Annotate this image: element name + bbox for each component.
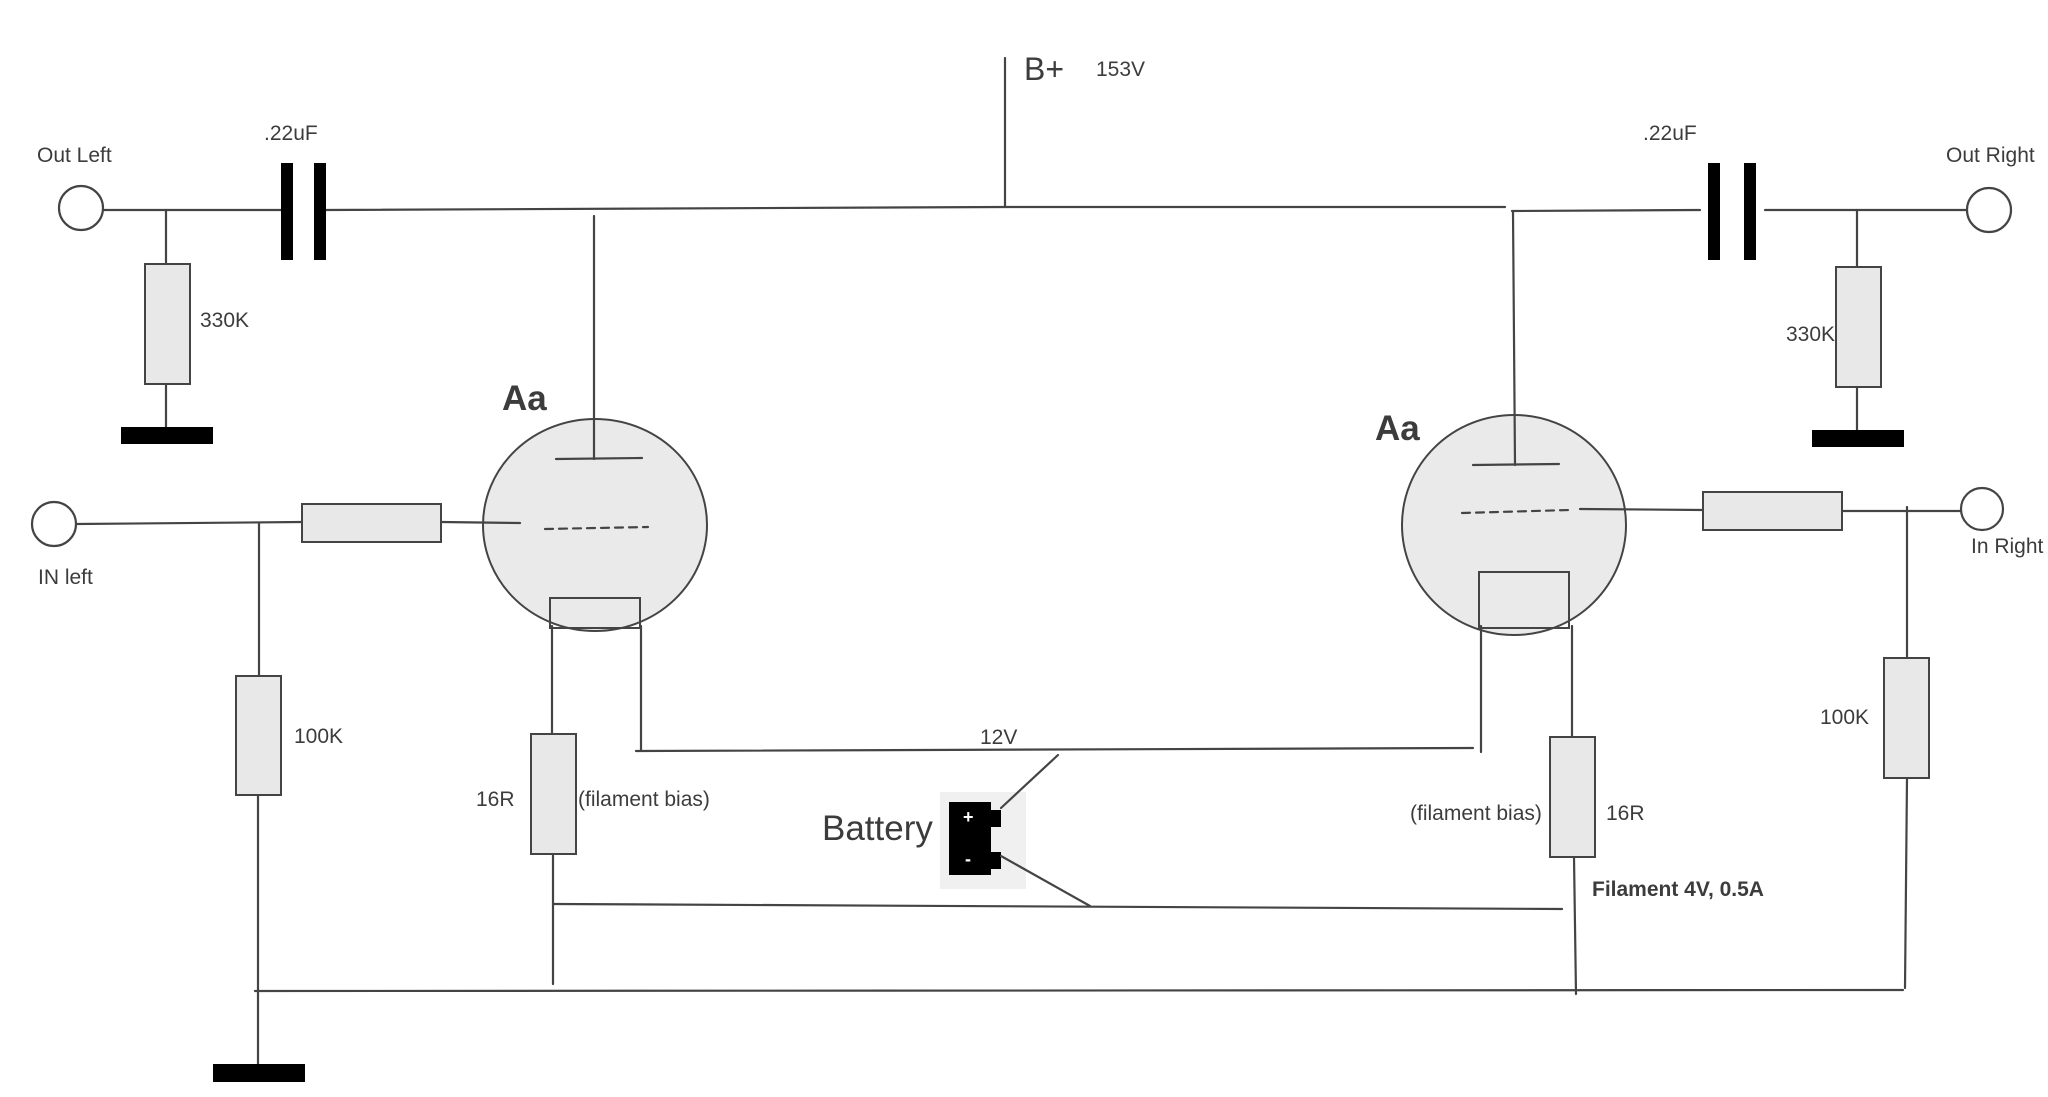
left-tube-label: Aa [502, 379, 547, 418]
filament-voltage-label: 12V [980, 726, 1017, 749]
battery-minus: - [965, 849, 971, 869]
out-left-terminal[interactable] [57, 184, 105, 232]
in-right-label: In Right [1971, 535, 2044, 558]
right-cathode-note: (filament bias) [1410, 802, 1542, 825]
b-plus-rail [323, 56, 1702, 213]
out-right-label: Out Right [1946, 144, 2035, 167]
filament-12v-wire [634, 746, 1475, 753]
left-grid-resistor [235, 675, 282, 796]
right-grid [1460, 508, 1572, 515]
out-left-label: Out Left [37, 144, 112, 167]
battery-plus: + [963, 807, 974, 827]
left-output-ground [121, 427, 213, 444]
left-cathode-note: (filament bias) [578, 788, 710, 811]
filament-spec-label: Filament 4V, 0.5A [1592, 878, 1764, 901]
out-right-terminal[interactable] [1965, 186, 2013, 234]
left-cathode-resistor-label: 16R [476, 788, 515, 811]
right-output-ground [1812, 430, 1904, 447]
right-grid-resistor-label: 100K [1820, 706, 1869, 729]
left-coupling-capacitor [281, 163, 326, 260]
right-cathode [1478, 571, 1570, 629]
main-ground [213, 1064, 305, 1082]
left-grid-stopper-resistor [301, 503, 442, 543]
left-plate-resistor [144, 263, 191, 385]
right-grid-stopper-resistor [1702, 491, 1843, 531]
left-plate [554, 456, 644, 461]
left-plate-resistor-label: 330K [200, 309, 249, 332]
b-plus-voltage: 153V [1096, 58, 1145, 81]
right-grid-resistor [1883, 657, 1930, 779]
filament-return-wire [551, 902, 1564, 911]
in-right-terminal[interactable] [1959, 486, 2005, 532]
right-plate-resistor-label: 330K [1786, 323, 1835, 346]
right-cathode-resistor [1549, 736, 1596, 858]
left-cap-label: .22uF [264, 122, 318, 145]
battery[interactable]: + - [940, 792, 1026, 889]
in-left-label: IN left [38, 566, 93, 589]
right-coupling-capacitor [1708, 163, 1756, 260]
in-left-terminal[interactable] [30, 500, 78, 548]
left-cathode [549, 597, 641, 629]
battery-label: Battery [822, 809, 933, 848]
left-cathode-resistor [530, 733, 577, 855]
right-plate-lead [1511, 210, 1517, 467]
left-grid [543, 525, 650, 531]
ground-bus [253, 988, 1905, 993]
right-cathode-resistor-label: 16R [1606, 802, 1645, 825]
b-plus-label: B+ [1024, 51, 1064, 87]
left-grid-resistor-label: 100K [294, 725, 343, 748]
right-cap-label: .22uF [1643, 122, 1697, 145]
right-tube-label: Aa [1375, 409, 1420, 448]
right-plate-resistor [1835, 266, 1882, 388]
